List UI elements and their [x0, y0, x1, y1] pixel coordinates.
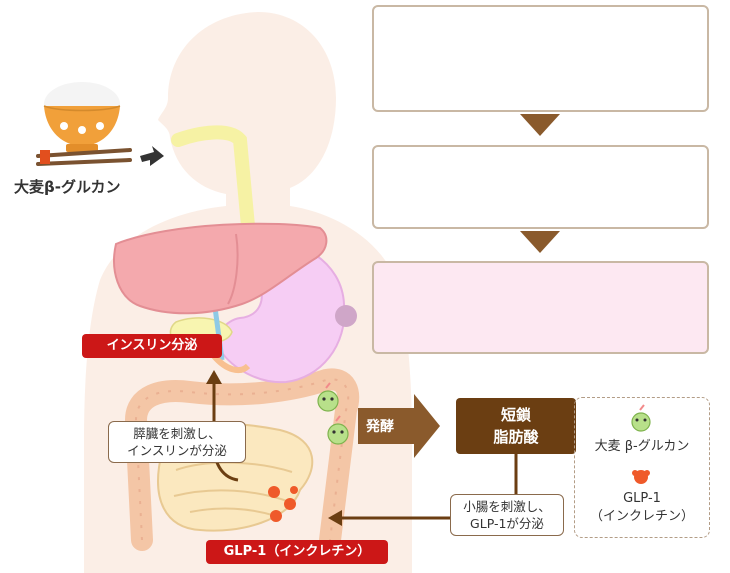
glp1-label: GLP-1（インクレチン）: [206, 540, 388, 564]
step-box-1: [372, 5, 709, 112]
legend-glucan-label: 大麦 β-グルカン: [594, 439, 690, 454]
scfa-box: 短鎖 脂肪酸: [456, 398, 576, 454]
step-box-3: [372, 261, 709, 354]
legend-glucan-icon: [631, 404, 651, 432]
scfa-line2: 脂肪酸: [493, 428, 539, 446]
intestine-note-line1: 小腸を刺激し、: [463, 499, 551, 514]
intestine-note-line2: GLP-1が分泌: [470, 516, 544, 531]
rice-bowl: [43, 82, 121, 152]
legend-glp1-icon: [632, 470, 650, 484]
pancreas-note-line2: インスリンが分泌: [127, 443, 227, 458]
step-box-2: [372, 145, 709, 229]
glucan-mascot: [327, 415, 349, 445]
fermentation-arrow: [358, 394, 440, 458]
scfa-line1: 短鎖: [500, 406, 531, 424]
legend-glp1-line1: GLP-1: [623, 491, 661, 506]
fermentation-label: 発酵: [366, 419, 394, 435]
glucan-mascot: [317, 382, 339, 412]
chopsticks: [36, 148, 132, 158]
mouth-arrow: [140, 146, 164, 166]
legend-box: 大麦 β-グルカン GLP-1 （インクレチン）: [574, 397, 710, 538]
step-arrow-2: [520, 231, 560, 253]
pancreas-note-line1: 膵臓を刺激し、: [133, 426, 221, 441]
liver: [113, 222, 328, 315]
intestine-note: 小腸を刺激し、 GLP-1が分泌: [450, 494, 564, 536]
pancreas-note: 膵臓を刺激し、 インスリンが分泌: [108, 421, 246, 463]
glp1-flower: [268, 486, 298, 522]
food-label: 大麦β-グルカン: [14, 178, 121, 196]
legend-glp1-line2: （インクレチン）: [589, 509, 694, 524]
step-arrow-1: [520, 114, 560, 136]
insulin-secretion-label: インスリン分泌: [82, 334, 222, 358]
esophagus: [171, 125, 255, 233]
